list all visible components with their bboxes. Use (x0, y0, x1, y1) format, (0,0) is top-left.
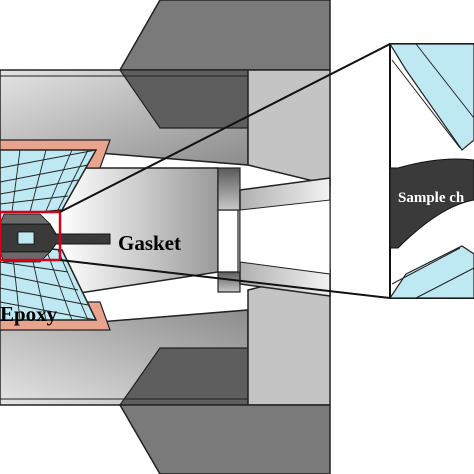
right-aperture-inner (239, 199, 331, 275)
upper-body (0, 0, 331, 186)
zoom-line-bottom (59, 259, 391, 299)
upper-diamond (0, 149, 98, 213)
upper-side-plate (247, 69, 331, 186)
epoxy-label: Epoxy (0, 302, 58, 326)
sample-highlight-box (0, 210, 62, 262)
viewing-strip (217, 167, 241, 211)
lower-outer-plate (118, 404, 331, 474)
sample-chamber-inset (388, 43, 474, 299)
inset-lower-diamond (388, 245, 474, 299)
gasket-hole (17, 231, 35, 245)
sample-chamber-label: Sample ch (398, 190, 465, 206)
central-cavity (59, 167, 331, 297)
gasket-label: Gasket (118, 231, 181, 255)
viewing-strip-lower (217, 271, 241, 293)
zoom-line-top (59, 43, 391, 213)
inset-upper-diamond (388, 43, 474, 151)
lower-body (0, 269, 331, 474)
cavity-window (217, 209, 239, 273)
upper-outer-plate (118, 0, 331, 71)
gasket-bevel (0, 213, 51, 225)
